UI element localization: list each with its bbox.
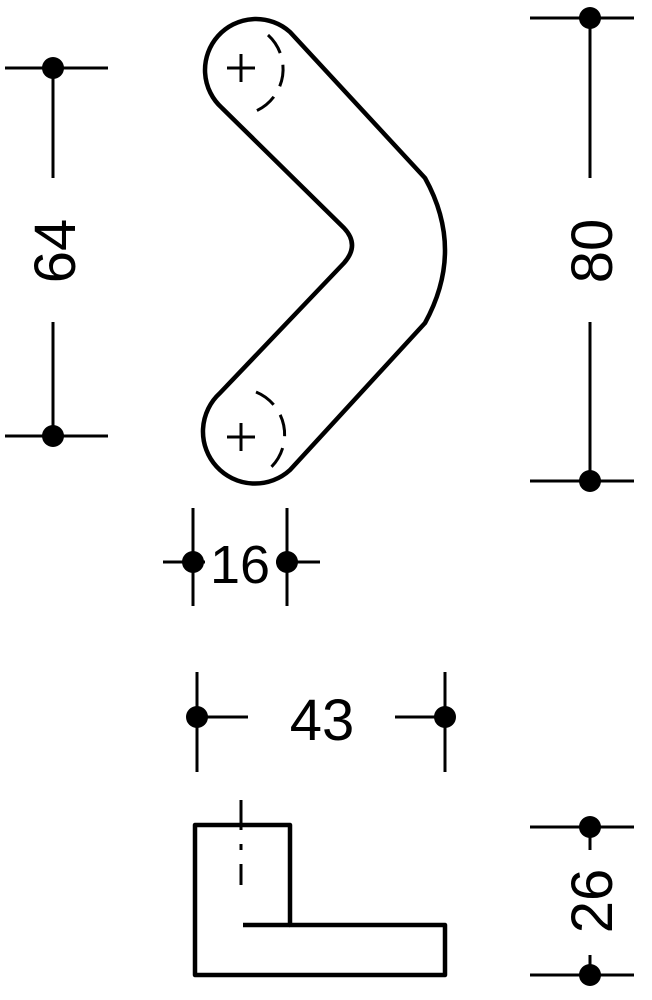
hidden-arc	[255, 33, 285, 113]
center-mark-icon	[227, 54, 255, 82]
hook-top-view	[200, 16, 448, 486]
dimension-64: 64	[5, 57, 108, 447]
dimension-dot	[579, 816, 601, 838]
center-mark-icon	[227, 423, 255, 451]
dimension-80: 80	[530, 7, 634, 492]
dimension-dot	[42, 57, 64, 79]
dimension-dot	[579, 7, 601, 29]
dimension-dot	[276, 551, 298, 573]
hook-side-view	[192, 800, 448, 978]
dimension-dot	[579, 470, 601, 492]
dimension-dot	[186, 706, 208, 728]
dimension-label: 80	[560, 219, 625, 284]
dimension-label: 64	[23, 219, 88, 284]
side-outline	[192, 822, 448, 978]
dimension-dot	[579, 964, 601, 986]
hook-outline	[200, 16, 448, 486]
dimension-26: 26	[530, 816, 634, 986]
dimension-dot	[182, 551, 204, 573]
dimension-label: 16	[210, 535, 270, 595]
dimension-16: 16	[163, 508, 320, 606]
dimension-label: 26	[560, 869, 625, 934]
dimension-43: 43	[186, 672, 456, 772]
dimension-dot	[42, 425, 64, 447]
dimension-dot	[434, 706, 456, 728]
hidden-arc	[255, 390, 287, 472]
dimension-label: 43	[290, 688, 355, 753]
